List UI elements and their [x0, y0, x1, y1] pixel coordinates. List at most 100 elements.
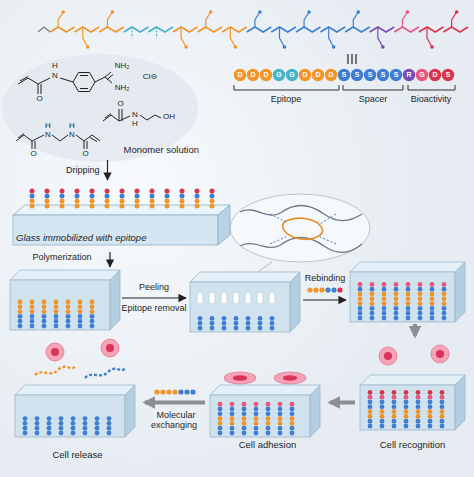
peptide-bead	[47, 421, 52, 426]
peptide-bead	[60, 189, 65, 194]
peptide-bead	[210, 189, 215, 194]
residue-letter: S	[355, 71, 360, 78]
peptide-bead	[428, 404, 433, 409]
hydrogel-front	[350, 272, 455, 322]
imprinted-cavity	[257, 292, 263, 304]
step-label: Rebinding	[305, 274, 346, 284]
peptide-bead	[382, 301, 387, 306]
edge-label: Dripping	[64, 165, 102, 175]
peptide-bead	[75, 204, 80, 209]
peptide-bead	[406, 296, 411, 301]
peptide-bead	[42, 324, 47, 329]
side-chain-end	[258, 10, 262, 14]
peptide-bead	[30, 194, 35, 199]
hydrogel-side	[310, 385, 320, 437]
atom-label: OH	[163, 113, 175, 122]
peptide-bead	[404, 409, 409, 414]
peptide-bead	[406, 311, 411, 316]
peptide-bead	[392, 400, 397, 405]
peptide-bead	[30, 309, 35, 314]
acetyl-cap	[38, 27, 50, 32]
peptide-bead	[66, 324, 71, 329]
residue-bead	[325, 69, 337, 81]
peptide-bead	[184, 389, 189, 394]
peptide-bead	[368, 404, 373, 409]
peptide-bead	[368, 390, 373, 395]
peptide-bead	[30, 189, 35, 194]
peptide-bead	[380, 419, 385, 424]
peptide-bead	[290, 402, 295, 407]
peptide-bead	[165, 199, 170, 204]
cell-nucleus	[51, 348, 59, 356]
peptide-bead	[135, 199, 140, 204]
peptide-bead	[442, 296, 447, 301]
peptide-bead	[35, 421, 40, 426]
side-chain-end	[234, 45, 238, 49]
peptide-bead	[428, 409, 433, 414]
peptide-bead	[370, 311, 375, 316]
atom-label: O	[30, 149, 36, 158]
peptide-bead	[135, 194, 140, 199]
atom-label: N	[52, 70, 58, 79]
atom-label: NH₂	[115, 83, 130, 92]
carbonyl-bond	[38, 84, 41, 94]
peptide-bead	[107, 431, 112, 436]
peptide-bead	[418, 296, 423, 301]
residue-bead	[429, 69, 441, 81]
peptide-bead	[218, 421, 223, 426]
hydrogel-front	[210, 395, 310, 437]
peptide-bead	[78, 319, 83, 324]
peptide-bead	[30, 314, 35, 319]
cell	[46, 343, 64, 361]
peptide-bead	[78, 300, 83, 305]
peptide-bead	[195, 189, 200, 194]
hydrogel-side	[290, 272, 300, 332]
peptide-bead	[120, 204, 125, 209]
peptide-bead	[42, 304, 47, 309]
peptide-bead	[382, 311, 387, 316]
side-chain-end	[307, 10, 311, 14]
vinyl-bond	[103, 114, 119, 122]
peptide-bead	[42, 319, 47, 324]
peptide-bead	[440, 404, 445, 409]
peptide-bead	[35, 431, 40, 436]
peptide-bead	[210, 316, 215, 321]
peptide-bead	[160, 389, 165, 394]
peptide-bead	[154, 389, 159, 394]
peptide-backbone	[394, 27, 419, 32]
peptide-bead	[370, 301, 375, 306]
peptide-bead	[242, 416, 247, 421]
residue-bead	[403, 69, 415, 81]
solution-region: Monomer solution	[10, 56, 205, 160]
peptide-bead	[428, 419, 433, 424]
residue-letter: S	[368, 71, 373, 78]
peptide-bead	[246, 321, 251, 326]
atom-label: NH₂	[115, 62, 130, 71]
peptide-bead	[47, 431, 52, 436]
methylene-bond	[52, 135, 84, 141]
peptide-bead	[60, 199, 65, 204]
hydrogel-top	[15, 385, 135, 395]
side-chain	[206, 12, 211, 27]
residue-letter: S	[342, 71, 347, 78]
atom-label: Cl⊖	[143, 73, 157, 82]
cell-nucleus	[384, 352, 392, 360]
peptide-bead	[428, 414, 433, 419]
residue-letter: S	[342, 71, 347, 79]
residue-letter: S	[394, 71, 399, 79]
hydrogel-side	[110, 270, 120, 330]
edge-label: Molecular exchanging	[151, 410, 199, 430]
step-caption: Monomer solution	[123, 145, 199, 156]
peptide-bead	[18, 309, 23, 314]
residue-letter: D	[432, 71, 437, 78]
peptide-bead	[135, 204, 140, 209]
peptide-bead	[45, 194, 50, 199]
peptide-bead	[392, 424, 397, 429]
peptide-bead	[71, 421, 76, 426]
side-chain-end	[332, 45, 336, 49]
slide-caption: Glass immobilized with epitope	[16, 233, 146, 244]
peptide-bead	[416, 395, 421, 400]
equivalence-line	[355, 54, 356, 64]
peptide-bead	[198, 326, 203, 331]
peptide-bead	[416, 404, 421, 409]
